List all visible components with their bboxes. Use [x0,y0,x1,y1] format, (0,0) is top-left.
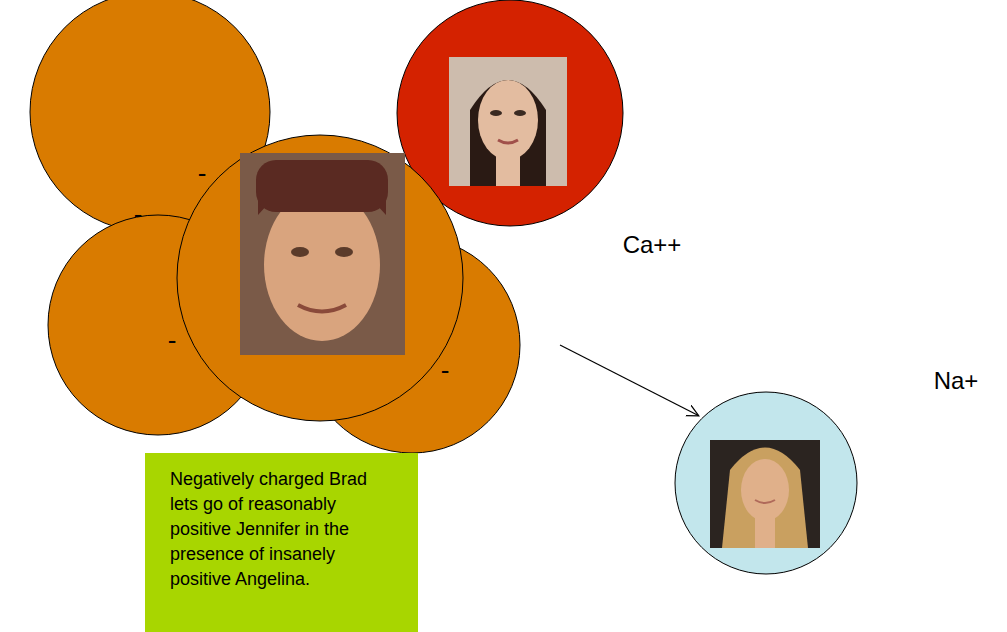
circle-outline [675,392,857,574]
note-text: Negatively charged Brad lets go of reaso… [170,467,398,592]
charge-circle: Ca++ [397,0,623,226]
charge-circle: - [48,215,268,435]
ion-label: Ca++ [623,231,682,258]
photo [449,57,567,186]
circle-outline [48,215,268,435]
note-box: Negatively charged Brad lets go of reaso… [145,453,418,632]
charge-circle: -- [30,0,270,232]
circle-outline [30,0,270,232]
photo [240,153,405,355]
blue-circle [675,392,857,574]
charge-sign: - [134,199,143,229]
charge-sign: - [168,325,177,355]
photo [710,440,820,548]
charge-sign: - [198,158,207,188]
charge-circle: - [304,237,520,453]
circle-outline [304,237,520,453]
arrow-connector [560,345,699,416]
charge-circle: Na+ [675,392,857,574]
circle-outline [397,0,623,226]
ion-label: Na+ [934,367,979,394]
center-circle [177,135,463,421]
charge-sign: - [441,355,450,385]
